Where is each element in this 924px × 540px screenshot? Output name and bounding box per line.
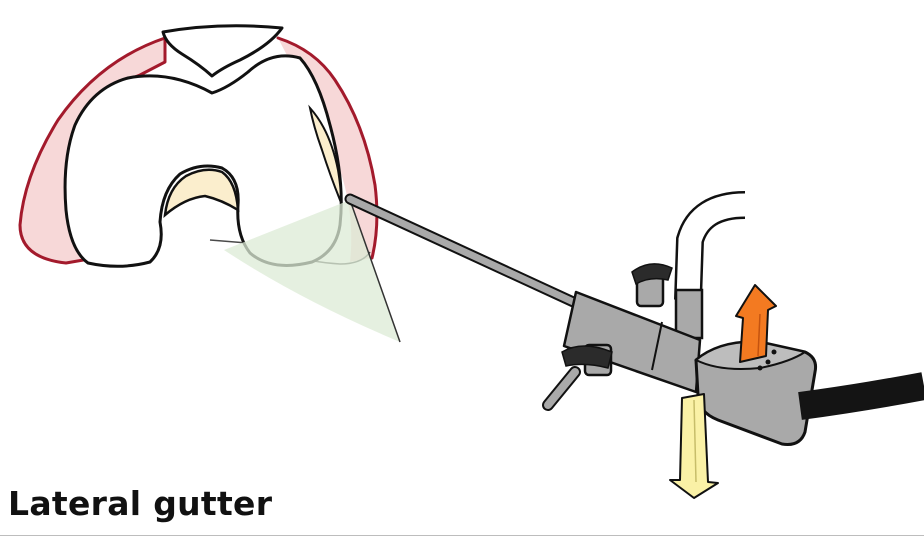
- arrow-up-icon: [735, 284, 777, 363]
- diagram-caption: Lateral gutter: [8, 484, 273, 523]
- inflow-tube: [674, 191, 746, 340]
- camera-cable: [798, 372, 924, 420]
- upper-stopcock[interactable]: [631, 263, 673, 308]
- bottom-divider: [0, 535, 924, 536]
- arthroscope-cannula: [562, 290, 702, 394]
- femoral-condyles: [63, 54, 343, 268]
- lower-stopcock[interactable]: [542, 343, 613, 411]
- capsule-right-outline: [276, 36, 379, 260]
- light-cone-edge: [349, 199, 401, 343]
- arrow-down-icon: [669, 393, 719, 499]
- patella: [161, 24, 284, 78]
- intercondylar-cartilage: [163, 168, 240, 218]
- condyle-outline: [63, 54, 343, 268]
- arthroscope-light-cone: [224, 200, 400, 342]
- arthroscope-shaft: [344, 193, 601, 318]
- lateral-cartilage: [308, 104, 342, 203]
